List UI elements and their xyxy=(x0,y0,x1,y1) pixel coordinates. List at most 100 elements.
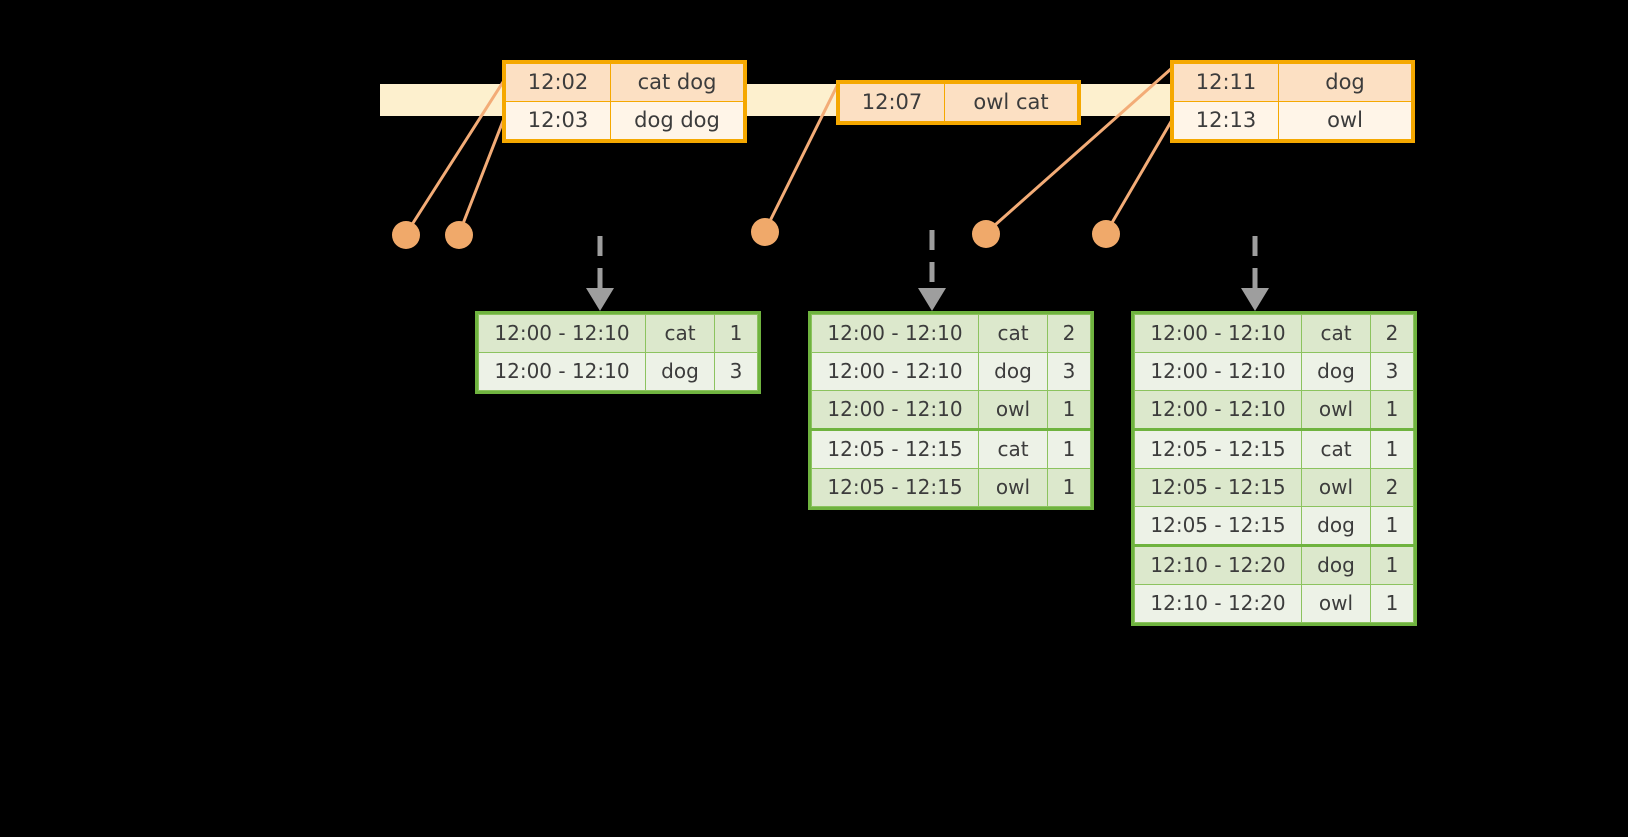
trigger-dot-group xyxy=(392,218,1120,249)
result-window-cell: 12:00 - 12:10 xyxy=(1134,352,1302,391)
result-window-cell: 12:05 - 12:15 xyxy=(1134,429,1302,469)
result-word-cell: dog xyxy=(978,352,1048,391)
event-words: owl xyxy=(1278,101,1412,140)
arrow-head-3 xyxy=(1241,288,1269,311)
result-count-cell: 1 xyxy=(1047,468,1091,507)
result-window-cell: 12:00 - 12:10 xyxy=(478,314,646,353)
event-group-3: 12:11 dog 12:13 owl xyxy=(1170,60,1415,143)
result-word-cell: cat xyxy=(978,429,1048,469)
result-count-cell: 3 xyxy=(1370,352,1414,391)
event-group-1-body: 12:02 cat dog 12:03 dog dog xyxy=(505,63,744,140)
connector-5 xyxy=(1104,118,1174,235)
result-count-cell: 1 xyxy=(1370,429,1414,469)
result-window-cell: 12:00 - 12:10 xyxy=(478,352,646,391)
event-time: 12:11 xyxy=(1173,63,1279,102)
event-words: dog dog xyxy=(610,101,744,140)
event-words: cat dog xyxy=(610,63,744,102)
trigger-dot-5 xyxy=(1092,220,1120,248)
event-row: 12:11 dog xyxy=(1173,63,1412,102)
result-word-cell: dog xyxy=(1301,545,1371,585)
result-word-cell: owl xyxy=(1301,584,1371,623)
event-group-2: 12:07 owl cat xyxy=(836,80,1081,125)
result-count-cell: 2 xyxy=(1370,468,1414,507)
result-word-cell: owl xyxy=(1301,390,1371,431)
connector-2 xyxy=(457,119,505,236)
result-window-cell: 12:10 - 12:20 xyxy=(1134,584,1302,623)
result-window-cell: 12:05 - 12:15 xyxy=(1134,468,1302,507)
event-group-1: 12:02 cat dog 12:03 dog dog xyxy=(502,60,747,143)
event-time: 12:07 xyxy=(839,83,945,122)
result-word-cell: dog xyxy=(645,352,715,391)
result-word-cell: cat xyxy=(1301,429,1371,469)
result-count-cell: 3 xyxy=(1047,352,1091,391)
result-word-cell: cat xyxy=(978,314,1048,353)
result-count-cell: 1 xyxy=(1047,429,1091,469)
connector-3 xyxy=(763,82,840,233)
result-count-cell: 1 xyxy=(1370,584,1414,623)
dashed-arrow-heads xyxy=(586,288,1269,311)
event-row: 12:03 dog dog xyxy=(505,101,744,140)
result-count-cell: 1 xyxy=(1370,506,1414,547)
dashed-arrow-group xyxy=(597,230,1258,288)
event-group-2-body: 12:07 owl cat xyxy=(839,83,1078,122)
result-count-cell: 1 xyxy=(714,314,758,353)
event-words: owl cat xyxy=(944,83,1078,122)
event-row: 12:02 cat dog xyxy=(505,63,744,102)
result-window-cell: 12:10 - 12:20 xyxy=(1134,545,1302,585)
trigger-dot-4 xyxy=(972,220,1000,248)
result-window-cell: 12:00 - 12:10 xyxy=(811,314,979,353)
event-time: 12:03 xyxy=(505,101,611,140)
result-window-cell: 12:00 - 12:10 xyxy=(1134,390,1302,431)
trigger-dot-3 xyxy=(751,218,779,246)
result-window-cell: 12:00 - 12:10 xyxy=(1134,314,1302,353)
event-row: 12:07 owl cat xyxy=(839,83,1078,122)
event-words: dog xyxy=(1278,63,1412,102)
result-count-cell: 2 xyxy=(1370,314,1414,353)
event-time: 12:02 xyxy=(505,63,611,102)
event-group-3-body: 12:11 dog 12:13 owl xyxy=(1173,63,1412,140)
result-window-cell: 12:00 - 12:10 xyxy=(811,390,979,431)
result-word-cell: owl xyxy=(1301,468,1371,507)
result-word-cell: owl xyxy=(978,468,1048,507)
trigger-dot-2 xyxy=(445,221,473,249)
result-count-cell: 2 xyxy=(1047,314,1091,353)
result-window-cell: 12:05 - 12:15 xyxy=(811,429,979,469)
result-window-cell: 12:05 - 12:15 xyxy=(1134,506,1302,547)
result-count-cell: 1 xyxy=(1370,390,1414,431)
result-word-cell: dog xyxy=(1301,506,1371,547)
result-word-cell: cat xyxy=(1301,314,1371,353)
result-count-cell: 1 xyxy=(1370,545,1414,585)
result-word-cell: dog xyxy=(1301,352,1371,391)
connector-1 xyxy=(404,80,505,236)
result-word-cell: owl xyxy=(978,390,1048,431)
result-count-cell: 3 xyxy=(714,352,758,391)
event-time: 12:13 xyxy=(1173,101,1279,140)
result-word-cell: cat xyxy=(645,314,715,353)
event-row: 12:13 owl xyxy=(1173,101,1412,140)
result-window-cell: 12:00 - 12:10 xyxy=(811,352,979,391)
arrow-head-1 xyxy=(586,288,614,311)
result-count-cell: 1 xyxy=(1047,390,1091,431)
